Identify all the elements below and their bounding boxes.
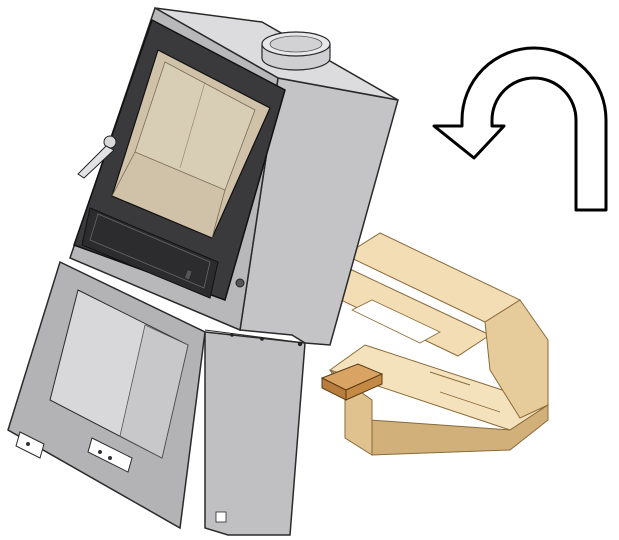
u-turn-counterclockwise-arrow-icon — [432, 46, 608, 212]
stove — [69, 6, 399, 346]
flue-collar — [261, 31, 331, 71]
control-knob-icon — [235, 278, 245, 288]
ash-lip-panel — [81, 207, 219, 299]
stove-stand — [7, 260, 306, 536]
door-handle-icon — [77, 135, 117, 179]
wooden-pallet — [318, 232, 550, 456]
stand-side-panel — [204, 331, 306, 536]
pallet-gap — [351, 299, 441, 344]
cork-spacer-block — [320, 363, 384, 401]
